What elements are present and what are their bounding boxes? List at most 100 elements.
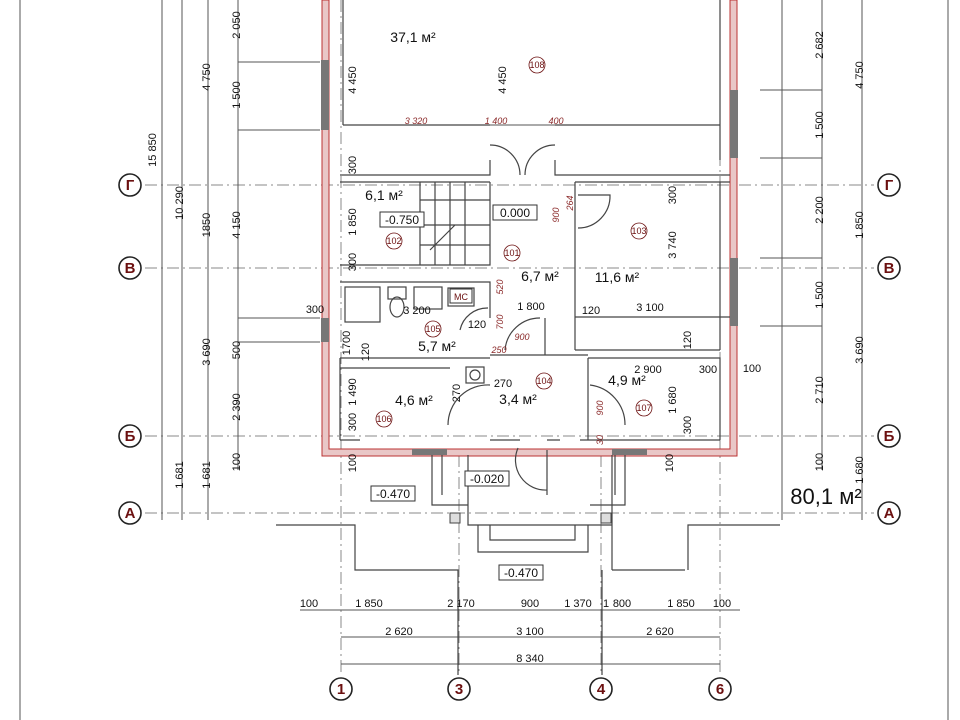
room-number: 101: [504, 248, 519, 258]
room-number: 105: [425, 324, 440, 334]
dimension-label: 2 050: [231, 11, 243, 39]
dimension-label: 2 620: [646, 626, 674, 638]
dimension-label: 800: [613, 598, 631, 610]
dimension-label: 1 500: [814, 281, 826, 309]
dimension-label: 1 680: [667, 386, 679, 414]
dimension-label: 900: [521, 598, 539, 610]
dimension-label: 1 850: [347, 208, 359, 236]
room-number-marker: [503, 244, 521, 262]
dimension-label: 1 681: [201, 461, 213, 489]
room-area: 37,1 м²: [390, 29, 436, 45]
room-number: 102: [386, 236, 401, 246]
axis-marker: [118, 501, 142, 525]
axis-marker: [877, 424, 901, 448]
level-mark: -0.750: [385, 213, 419, 227]
room-area: 6,1 м²: [365, 187, 403, 203]
dimension-label: 4 150: [231, 211, 243, 239]
dimension-label: 1850: [201, 213, 213, 237]
axis-marker: [447, 677, 471, 701]
axis-marker: [877, 501, 901, 525]
level-mark: -0.470: [376, 487, 410, 501]
dimension-label: 4 750: [201, 63, 213, 91]
axis-marker: [877, 173, 901, 197]
axis-label-row: А: [884, 505, 895, 522]
room-area: 4,6 м²: [395, 392, 433, 408]
dimension-label: 100: [743, 363, 761, 375]
dimension-label: 120: [682, 331, 694, 349]
axis-marker: [589, 677, 613, 701]
room-area: 6,7 м²: [521, 268, 559, 284]
dimension-label: 1 681: [174, 461, 186, 489]
dimension-label: 100: [231, 453, 243, 471]
axis-marker: [877, 256, 901, 280]
dimension-label: 2 682: [814, 31, 826, 59]
dimension-label: 2 390: [231, 393, 243, 421]
room-number-marker: [528, 56, 546, 74]
dimension-label: 300: [682, 416, 694, 434]
dimension-label: 300: [306, 304, 324, 316]
dimension-label: 1 490: [347, 378, 359, 406]
dimension-label: 270: [494, 378, 512, 390]
room-number: 107: [636, 403, 651, 413]
dimension-label: 400: [548, 116, 563, 126]
dimension-label: 1 400: [485, 116, 508, 126]
room-number: 103: [631, 226, 646, 236]
dimension-label: 3 200: [403, 305, 431, 317]
room-number-marker: [635, 399, 653, 417]
dimension-label: 520: [495, 279, 505, 294]
room-number-marker: [535, 372, 553, 390]
building: [276, 0, 780, 675]
dimension-label: 4 450: [497, 66, 509, 94]
room-number-marker: [630, 222, 648, 240]
axis-label-row: В: [884, 260, 895, 277]
dimension-label: 1 800: [517, 301, 545, 313]
room-area: 3,4 м²: [499, 391, 537, 407]
dimension-label: 700: [495, 314, 505, 329]
axis-label-column: 3: [455, 681, 463, 698]
axis-marker: [118, 424, 142, 448]
dimension-label: 2 710: [814, 376, 826, 404]
total-area: 80,1 м²: [790, 484, 861, 509]
dimension-label: 900: [595, 400, 605, 415]
axis-label-column: 6: [716, 681, 724, 698]
dimension-label: 100: [347, 454, 359, 472]
dimension-label: 120: [468, 319, 486, 331]
dimension-label: 2 200: [814, 196, 826, 224]
room-number: 104: [536, 376, 551, 386]
dimension-label: 500: [231, 341, 243, 359]
dimension-label: 1 500: [231, 81, 243, 109]
level-box: [498, 564, 544, 581]
dimension-label: 3 740: [667, 231, 679, 259]
axis-marker: [118, 173, 142, 197]
axis-label-column: 4: [597, 681, 606, 698]
room-area: 4,9 м²: [608, 372, 646, 388]
dimension-label: 1 370: [564, 598, 592, 610]
axis-label-row: В: [125, 260, 136, 277]
dimension-label: 300: [667, 186, 679, 204]
dimension-label: 1: [603, 598, 609, 610]
axis-label-row: Г: [885, 177, 894, 194]
dimension-label: 100: [713, 598, 731, 610]
dimension-label: 300: [347, 253, 359, 271]
dimension-label: 8 340: [516, 653, 544, 665]
room-number: 108: [529, 60, 544, 70]
dimension-label: 10 290: [174, 186, 186, 220]
dimension-label: 30: [595, 435, 605, 445]
dimension-label: 300: [347, 156, 359, 174]
dimension-label: 3 100: [516, 626, 544, 638]
dimension-label: 100: [814, 453, 826, 471]
dimension-label: 270: [451, 384, 463, 402]
axis-label-row: Б: [884, 428, 895, 445]
room-number-marker: [375, 410, 393, 428]
dimension-label: 120: [582, 305, 600, 317]
axis-marker: [708, 677, 732, 701]
level-mark: 0.000: [500, 206, 530, 220]
dimension-label: 100: [664, 454, 676, 472]
axis-marker: [118, 256, 142, 280]
level-box: [449, 288, 473, 304]
room-area: 5,7 м²: [418, 338, 456, 354]
dimension-label: 4 450: [347, 66, 359, 94]
dimension-label: 1 850: [355, 598, 383, 610]
